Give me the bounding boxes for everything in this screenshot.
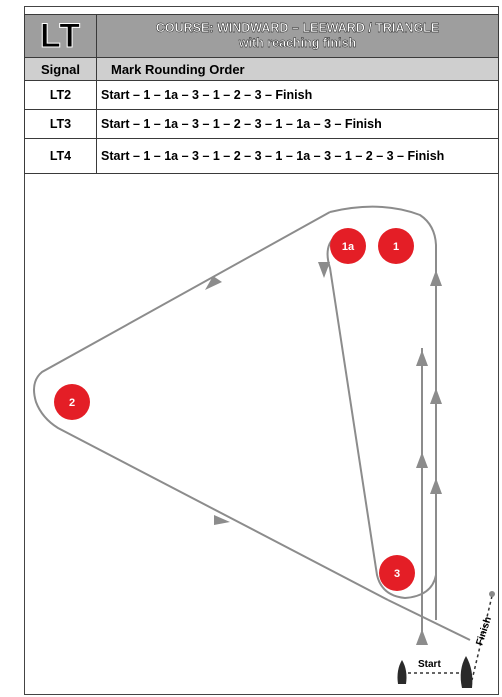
mark-3: 3 — [379, 555, 415, 591]
arrow-icon — [430, 478, 442, 494]
finish-label: Finish — [474, 616, 494, 647]
arrow-icon — [205, 276, 222, 290]
arrow-icon — [416, 452, 428, 468]
mark-1a: 1a — [330, 228, 366, 264]
course-title-line1: COURSE: WINDWARD – LEEWARD / TRIANGLE — [155, 21, 440, 35]
arrow-icon — [416, 350, 428, 366]
signal-cell: LT4 — [24, 138, 97, 174]
mark-label: 1a — [342, 241, 355, 253]
signal-cell: LT2 — [24, 80, 97, 110]
order-column-header: Mark Rounding Order — [96, 57, 499, 81]
course-title: COURSE: WINDWARD – LEEWARD / TRIANGLE wi… — [96, 14, 499, 58]
course-leg-1a-to-3 — [326, 235, 437, 600]
order-cell: Start – 1 – 1a – 3 – 1 – 2 – 3 – 1 – 1a … — [96, 138, 499, 174]
course-leg-top-to-2 — [33, 211, 389, 601]
arrow-icon — [416, 629, 428, 645]
course-title-line2: with reaching finish — [238, 36, 357, 50]
finish-buoy — [489, 591, 495, 597]
course-loop-top-marks — [329, 205, 437, 620]
mark-label: 2 — [69, 397, 75, 409]
course-table: LT COURSE: WINDWARD – LEEWARD / TRIANGLE… — [24, 14, 499, 174]
arrow-icon — [430, 270, 442, 286]
mark-label: 1 — [393, 241, 399, 253]
finish-line — [471, 595, 493, 681]
start-boat-left-icon — [397, 660, 407, 684]
arrow-icon — [214, 515, 230, 525]
course-code: LT — [24, 14, 97, 58]
mark-1: 1 — [378, 228, 414, 264]
course-leg-finish — [387, 599, 471, 641]
start-label: Start — [418, 659, 441, 670]
signal-column-header: Signal — [24, 57, 97, 81]
table-row: LT4 Start – 1 – 1a – 3 – 1 – 2 – 3 – 1 –… — [24, 138, 499, 174]
arrow-icon — [318, 262, 330, 278]
arrow-icon — [430, 388, 442, 404]
start-boat-right-icon — [460, 656, 473, 688]
mark-label: 3 — [394, 568, 400, 580]
mark-2: 2 — [54, 384, 90, 420]
